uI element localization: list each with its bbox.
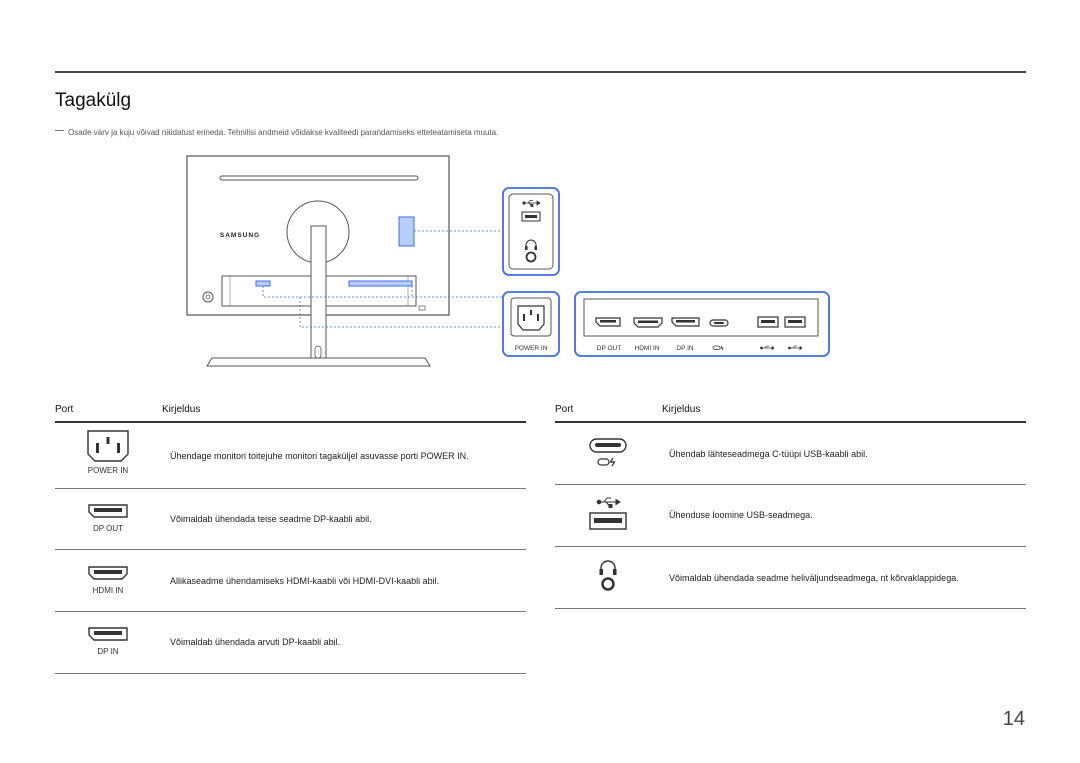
row-rule [55, 488, 526, 489]
power-pin [523, 314, 525, 321]
usb-description: Ühenduse loomine USB-seadmega. [669, 510, 813, 520]
headphone-jack [525, 251, 537, 263]
usb-icon [522, 200, 541, 207]
usb-icon [760, 345, 775, 351]
dp-in-description: Võimaldab ühendada arvuti DP-kaabli abil… [170, 637, 341, 647]
dp-out-port-inner [600, 320, 616, 323]
dp-in-port-inner [676, 320, 695, 323]
row-rule [55, 611, 526, 612]
power-socket-icon [517, 305, 545, 331]
rear-ports-highlight [348, 280, 413, 287]
note: Osade värv ja kuju võivad näidatust erin… [55, 128, 498, 137]
dp-out-label: DP OUT [597, 345, 621, 352]
row-rule [55, 673, 526, 674]
dp-in-port-label: DP IN [97, 647, 119, 656]
rear-ports-callout [574, 291, 830, 357]
stand-base [206, 357, 431, 367]
hdmi-in-port-inner [638, 320, 658, 323]
top-rule [55, 71, 1026, 73]
hdmi-in-description: Allikaseadme ühendamiseks HDMI-kaabli võ… [170, 576, 440, 586]
power-pin [530, 310, 532, 315]
headphone-icon [525, 239, 537, 248]
hdmi-in-label: HDMI IN [635, 345, 660, 352]
power-in-description: Ühendage monitori toitejuhe monitori tag… [170, 451, 469, 461]
dp-out-port-icon [88, 504, 128, 518]
rear-ports-panel [583, 298, 819, 337]
usb-c-port-inner [714, 322, 724, 324]
hdmi-port-icon [88, 566, 128, 580]
usb-port-tongue [525, 215, 537, 218]
row-rule [555, 484, 1026, 485]
row-rule [55, 549, 526, 550]
headphone-icon-right [534, 246, 537, 250]
headphone-port-icon [599, 560, 617, 591]
usb-port-icon [589, 497, 627, 530]
dp-out-description: Võimaldab ühendada teise seadme DP-kaabl… [170, 514, 372, 524]
power-in-label: POWER IN [515, 345, 548, 352]
leader-line [299, 297, 503, 328]
usb-a-port-inner [761, 320, 775, 323]
usb-a-port-inner [788, 320, 802, 323]
power-pin [537, 314, 539, 321]
rear-usb-highlight [255, 280, 271, 287]
row-rule [555, 546, 1026, 547]
power-in-desc-em: POWER IN [420, 451, 467, 461]
side-ports-highlight [398, 216, 415, 247]
row-rule [555, 608, 1026, 609]
power-in-desc-end: . [466, 451, 469, 461]
note-text: Osade värv ja kuju võivad näidatust erin… [68, 128, 499, 137]
brand-logo-text: SAMSUNG [220, 232, 260, 239]
dp-out-port-label: DP OUT [92, 524, 124, 533]
left-col-port-header: Port [55, 404, 74, 415]
usb-icon [788, 345, 803, 351]
hdmi-in-port-label: HDMI IN [92, 586, 124, 595]
page-number: 14 [1002, 708, 1025, 730]
headphone-icon-left [525, 246, 528, 250]
headphone-description: Võimaldab ühendada seadme heliväljundsea… [669, 573, 959, 583]
dp-port-icon [88, 627, 128, 641]
right-col-port-header: Port [555, 404, 574, 415]
right-col-desc-header: Kirjeldus [662, 404, 701, 415]
usb-c-symbol-icon [712, 345, 724, 351]
kensington-lock-icon [202, 291, 214, 303]
left-col-desc-header: Kirjeldus [162, 404, 201, 415]
usb-c-description: Ühendab lähteseadmega C-tüüpi USB-kaabli… [669, 449, 868, 459]
right-table-header-rule [555, 421, 1026, 423]
note-dash [55, 130, 64, 132]
small-port-mark [418, 305, 426, 311]
power-in-port-icon [87, 430, 129, 462]
stand-neck [310, 225, 327, 365]
usb-c-port-icon [589, 438, 627, 467]
power-in-port-label: POWER IN [87, 466, 129, 475]
monitor-back-diagram: SAMSUNG POWER IN [186, 155, 830, 367]
page-title: Tagakülg [55, 90, 132, 111]
kensington-lock-inner [205, 294, 211, 300]
left-table-header-rule [55, 421, 526, 423]
power-in-desc-text: Ühendage monitori toitejuhe monitori tag… [170, 451, 421, 461]
side-ports-panel [508, 193, 554, 270]
vent-slot [219, 175, 419, 181]
dp-in-label: DP IN [676, 345, 694, 352]
